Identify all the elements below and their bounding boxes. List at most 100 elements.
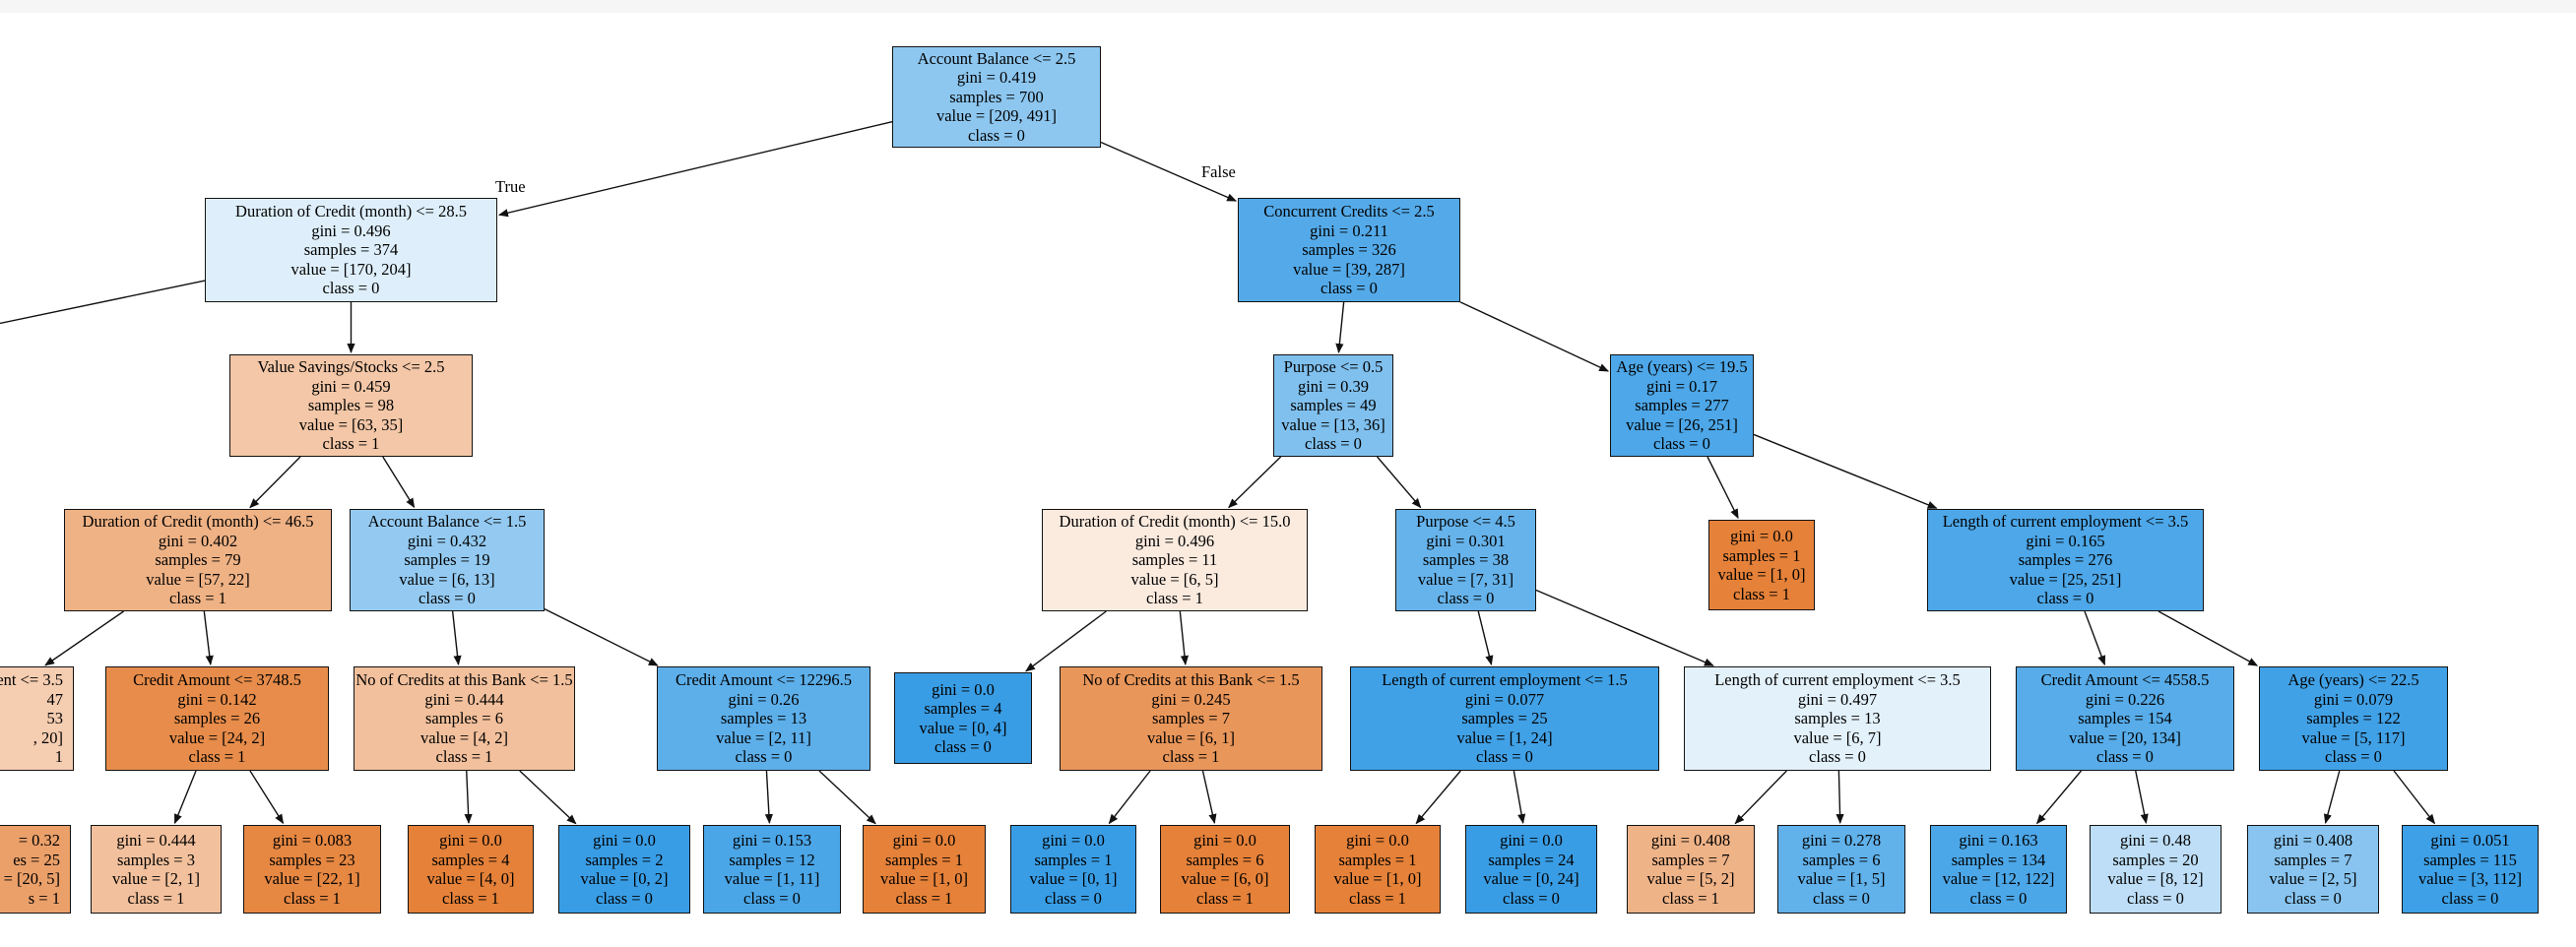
node-text-line: value = [4, 2]: [419, 727, 509, 747]
node-text-line: samples = 26: [173, 709, 261, 728]
node-text-line: value = [1, 5]: [1797, 869, 1886, 888]
node-text-line: class = 1: [1733, 584, 1790, 603]
edge-ca12296-l10a: [818, 770, 876, 825]
node-text-line: value = [0, 1]: [1029, 869, 1118, 888]
node-text-line: gini = 0.245: [1151, 689, 1231, 709]
node-text-line: gini = 0.226: [2085, 689, 2165, 709]
node-text-line: value = [63, 35]: [298, 414, 404, 434]
node-text-line: value = [4, 0]: [426, 869, 515, 888]
edge-len35a-ca4558: [2084, 610, 2106, 666]
node-text-line: gini = 0.459: [311, 376, 391, 396]
node-text-line: value = [1, 0]: [1717, 565, 1806, 584]
node-text-line: gini = 0.444: [424, 689, 504, 709]
edge-noc2-l01: [1108, 770, 1151, 825]
edge-label-true: True: [495, 177, 526, 196]
node-text-line: samples = 1: [885, 850, 963, 869]
node-text-line: class = 1: [1662, 888, 1719, 908]
node-text-line: gini = 0.39: [1297, 376, 1370, 396]
node-text-line: gini = 0.48: [2119, 831, 2192, 850]
node-text-line: class = 0: [1476, 747, 1533, 767]
node-text-line: class = 1: [1196, 888, 1254, 908]
node-text-line: gini = 0.444: [116, 831, 196, 850]
node-text-line: class = 0: [1437, 589, 1495, 608]
node-text-line: samples = 7: [1152, 709, 1230, 728]
node-text-line: value = [26, 251]: [1626, 414, 1738, 434]
node-text-line: 53: [46, 709, 64, 728]
node-text-line: class = 0: [322, 279, 380, 298]
node-text-line: value = [0, 24]: [1483, 869, 1579, 888]
node-text-line: value = [1, 24]: [1456, 727, 1553, 747]
edge-vss-acct15: [382, 456, 416, 509]
edge-acct15-ca12296: [544, 607, 659, 666]
node-text-line: samples = 98: [307, 396, 395, 415]
node-text-line: No of Credits at this Bank <= 1.5: [355, 670, 573, 690]
node-text-line: value = [0, 2]: [580, 869, 669, 888]
node-text-line: samples = 115: [2423, 850, 2517, 869]
node-text-line: samples = 277: [1635, 396, 1729, 415]
edge-dur465-ca3748: [203, 610, 214, 666]
node-text-line: value = [170, 204]: [290, 259, 412, 279]
node-text-line: gini = 0.432: [407, 531, 487, 550]
node-text-line: value = [39, 287]: [1293, 259, 1405, 279]
node-text-line: class = 0: [1503, 888, 1560, 908]
node-text-line: samples = 6: [1802, 850, 1881, 869]
edge-len35b-l52: [1734, 770, 1787, 825]
edge-len15-l024: [1513, 770, 1526, 825]
node-text-line: value = [1, 0]: [879, 869, 969, 888]
node-text-line: gini = 0.408: [1650, 831, 1731, 850]
node-text-line: samples = 6: [425, 709, 503, 728]
edge-len35a-age225: [2157, 610, 2259, 666]
node-text-line: value = [0, 4]: [919, 718, 1007, 737]
node-text-line: value = [25, 251]: [2009, 569, 2122, 589]
node-text-line: gini = 0.26: [728, 689, 800, 709]
node-text-line: samples = 4: [924, 699, 1002, 718]
edge-dur465-cutnode: [44, 610, 124, 666]
node-text-line: value = [12, 122]: [1942, 869, 2055, 888]
node-text-line: value = [5, 117]: [2301, 727, 2406, 747]
edge-ca4558-l12122: [2035, 770, 2083, 825]
node-text-line: Age (years) <= 19.5: [1616, 357, 1748, 377]
edge-dur15-noc2: [1179, 610, 1190, 666]
node-text-line: class = 1: [1349, 888, 1406, 908]
edge-ca3748-l21: [173, 770, 197, 825]
node-text-line: class = 0: [968, 125, 1025, 145]
node-text-line: class = 0: [934, 737, 992, 756]
node-text-line: class = 0: [2325, 747, 2382, 767]
node-text-line: value = [3, 112]: [2418, 869, 2522, 888]
edge-root-conc: [1100, 141, 1238, 202]
edge-conc-pur05: [1335, 301, 1345, 354]
node-text-line: samples = 1: [1338, 850, 1417, 869]
node-text-line: s = 1: [28, 888, 60, 908]
node-text-line: class = 0: [2036, 589, 2094, 608]
edge-len35b-l15: [1835, 770, 1844, 825]
node-text-line: gini = 0.163: [1959, 831, 2038, 850]
node-text-line: gini = 0.0: [1042, 831, 1105, 850]
edge-ca4558-l812: [2135, 770, 2149, 825]
node-text-line: samples = 20: [2112, 850, 2199, 869]
node-text-line: value = [24, 2]: [168, 727, 266, 747]
node-text-line: gini = 0.0: [1346, 831, 1409, 850]
edge-age225-l3112: [2393, 770, 2436, 825]
edge-age225-l25: [2323, 770, 2341, 825]
node-text-line: class = 1: [895, 888, 953, 908]
node-text-line: Duration of Credit (month) <= 15.0: [1059, 512, 1291, 532]
node-text-line: samples = 700: [949, 87, 1044, 106]
edge-ca12296-l111: [764, 770, 773, 825]
node-text-line: samples = 49: [1290, 396, 1377, 415]
